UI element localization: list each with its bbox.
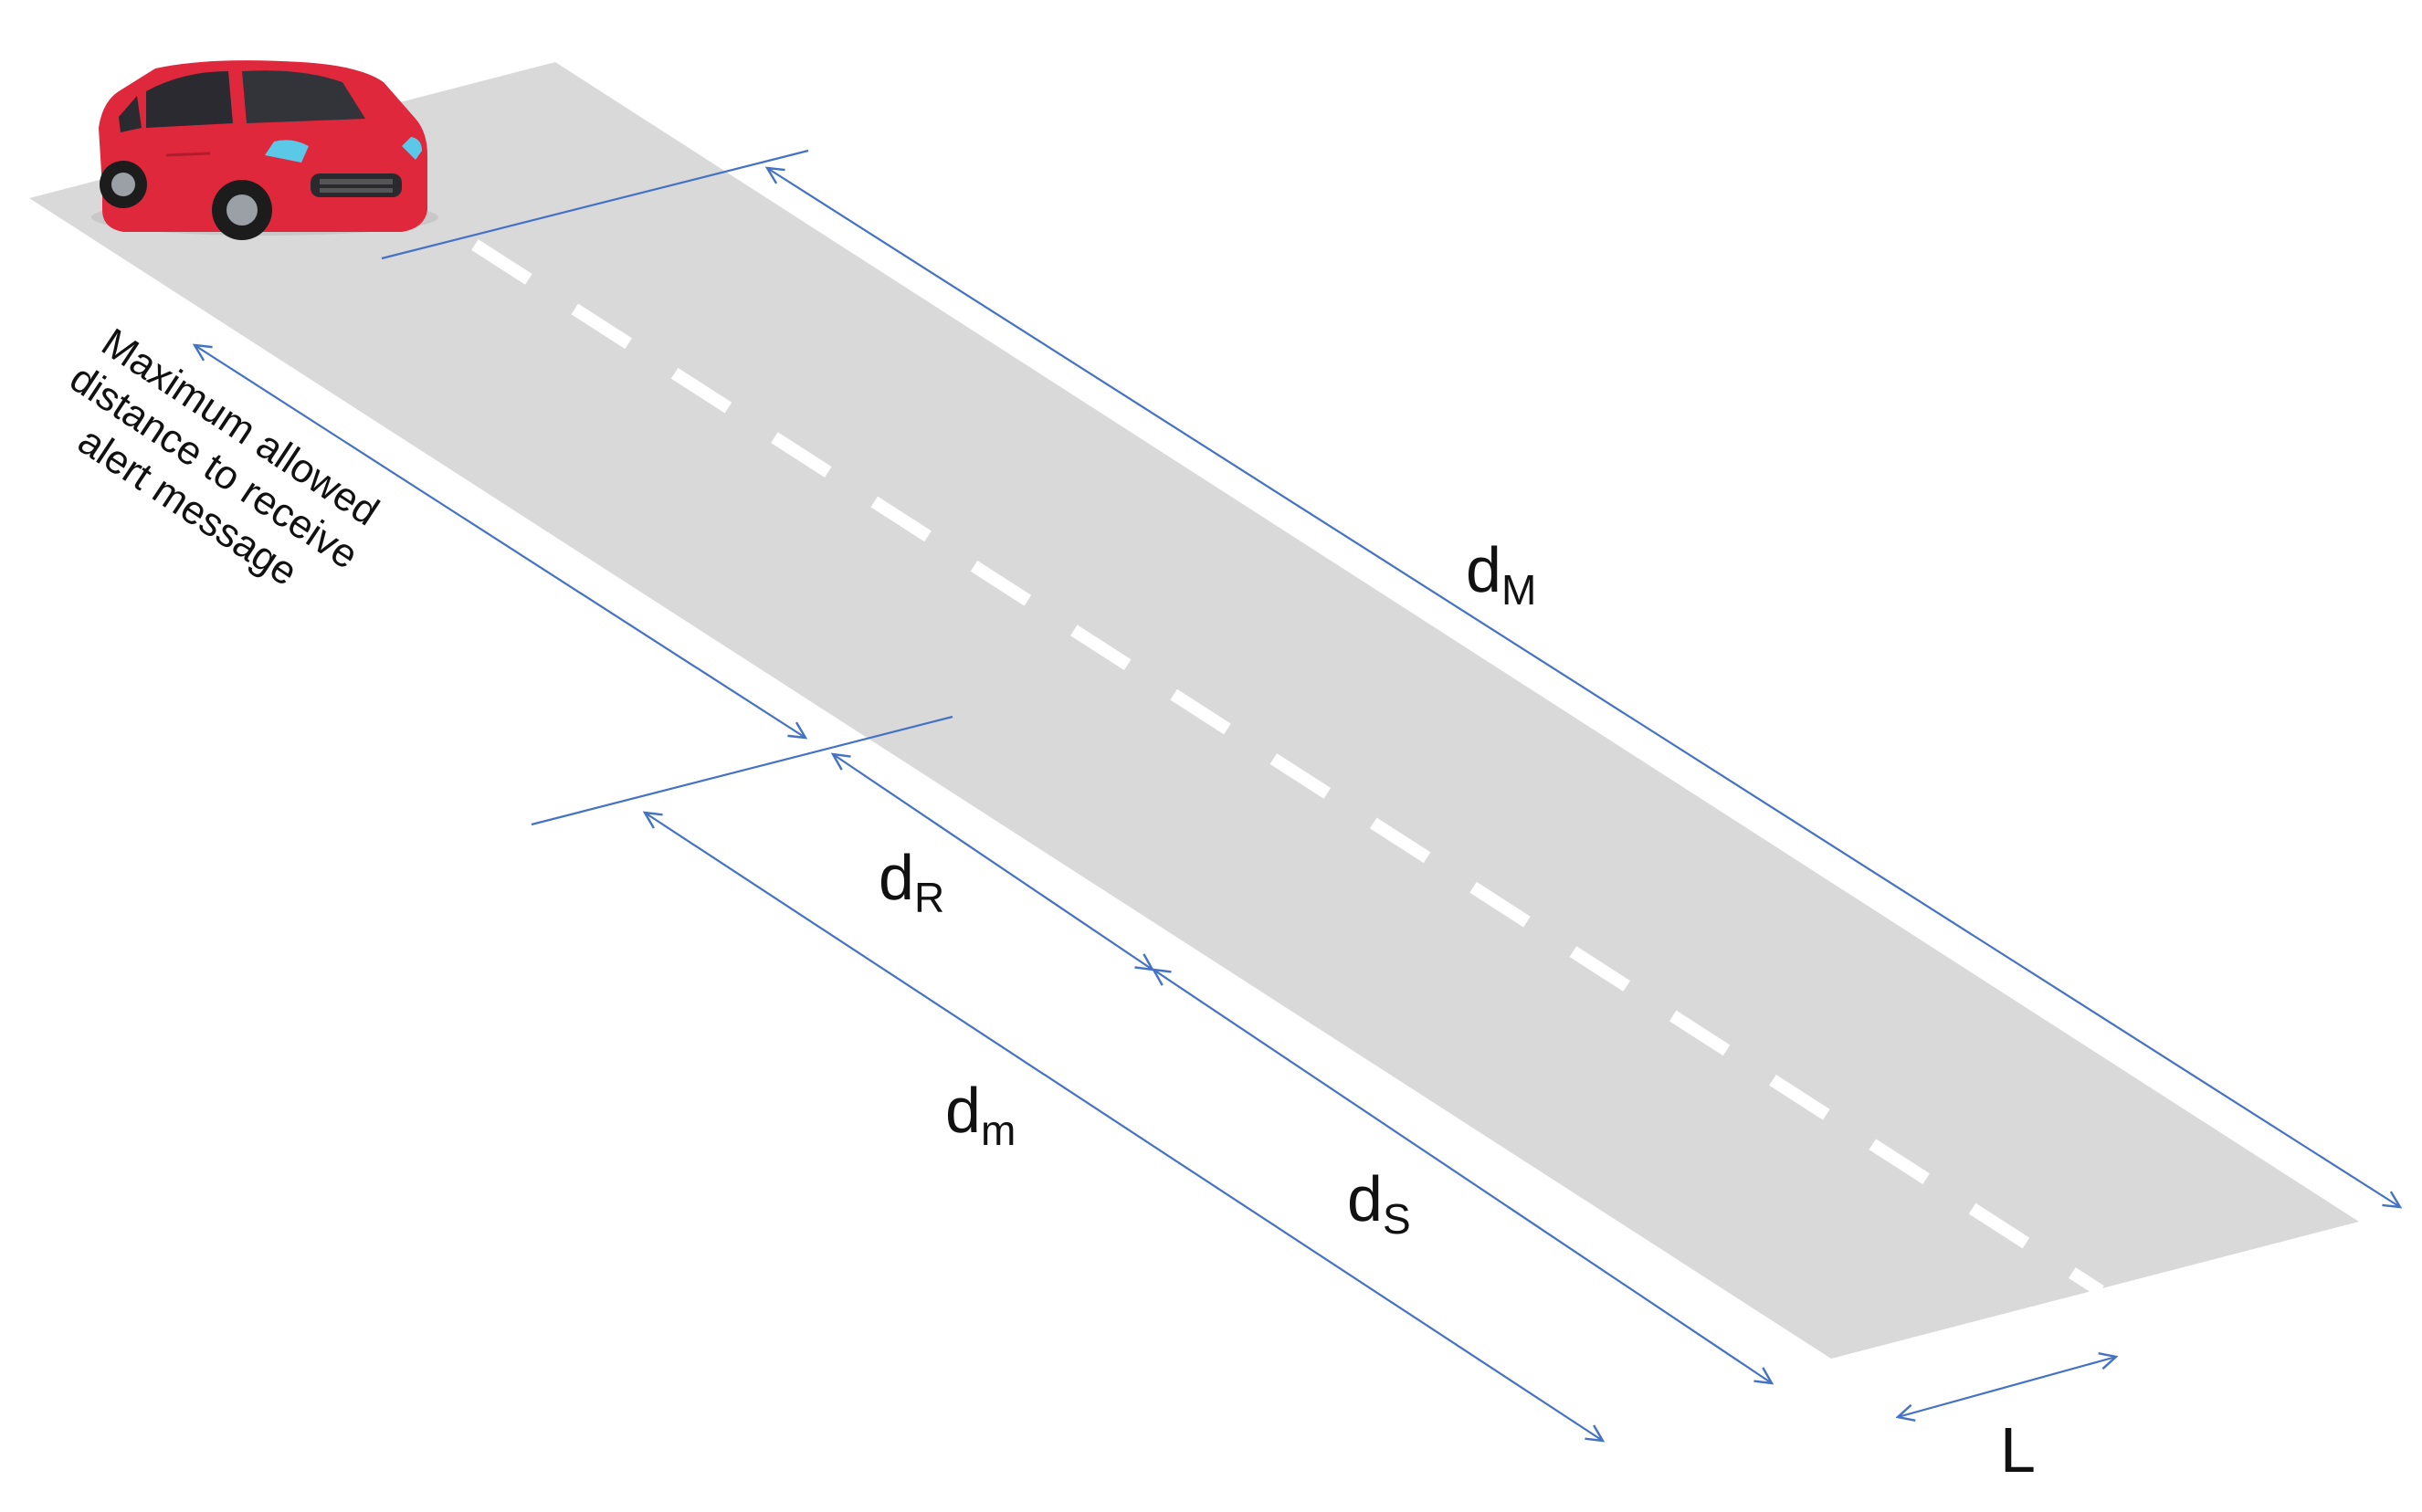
dm-arrow	[645, 813, 1603, 1441]
label-dS: dS	[1347, 1163, 1411, 1243]
label-dM: dM	[1466, 534, 1536, 614]
car-icon	[91, 60, 438, 240]
alert-boundary-line	[531, 715, 953, 826]
max-distance-arrow	[195, 345, 806, 738]
label-dm: dm	[945, 1075, 1016, 1154]
label-L: L	[2000, 1414, 2036, 1486]
car-reference-line	[381, 149, 809, 260]
label-dR: dR	[879, 842, 944, 921]
lane-center-dashes	[471, 239, 2104, 1297]
L-arrow	[1898, 1357, 2116, 1417]
dM-arrow	[767, 168, 2400, 1207]
